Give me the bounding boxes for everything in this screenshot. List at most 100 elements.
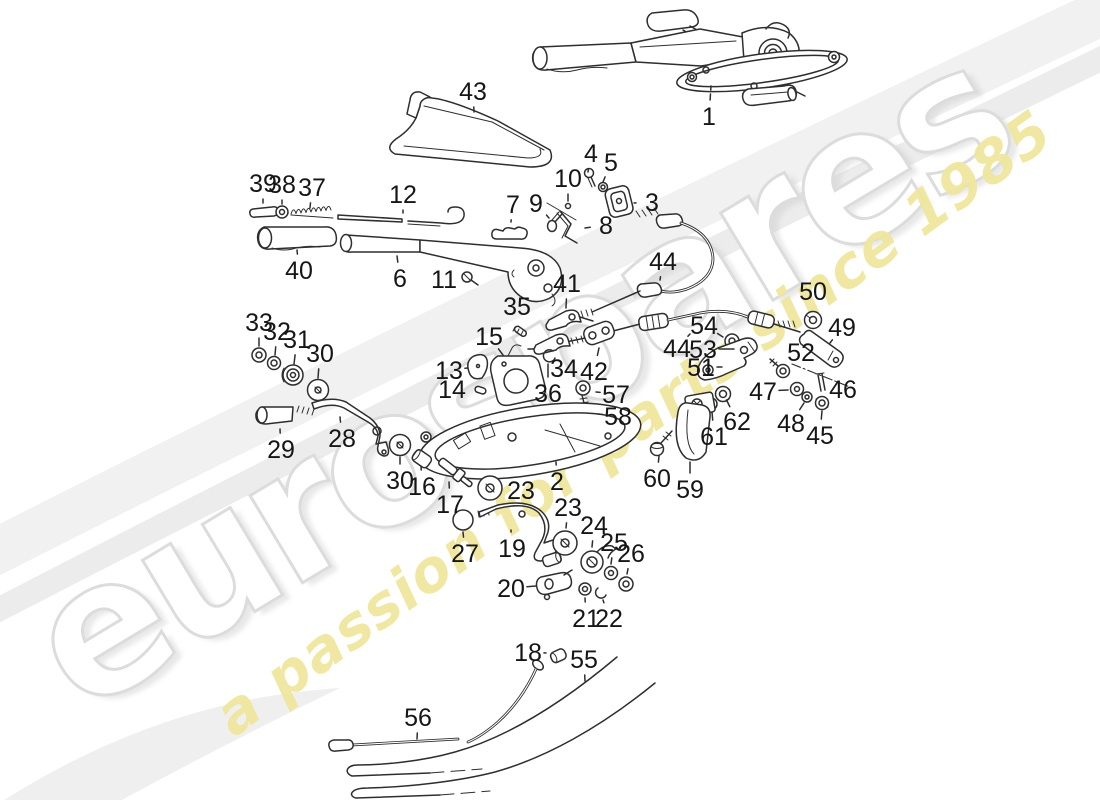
part-screw-11 [461, 271, 479, 286]
part-number-label[interactable]: 18 [514, 639, 542, 667]
part-roller-30b [388, 433, 412, 457]
part-number-label[interactable]: 8 [599, 212, 613, 240]
part-number-label[interactable]: 27 [451, 540, 479, 568]
part-roller-23a [477, 475, 503, 501]
part-nut-62 [714, 385, 732, 403]
part-number-label[interactable]: 49 [828, 314, 856, 342]
part-number-label[interactable]: 9 [529, 190, 543, 218]
leader-line [309, 202, 312, 209]
part-number-label[interactable]: 32 [263, 318, 291, 346]
leader-line [610, 557, 613, 565]
part-nut-26 [618, 576, 634, 592]
leader-line [545, 214, 550, 219]
part-number-label[interactable]: 42 [580, 358, 608, 386]
part-washer-48 [801, 391, 813, 403]
part-number-label[interactable]: 5 [604, 149, 618, 177]
part-clevis-41 [545, 309, 594, 331]
part-number-label[interactable]: 4 [584, 140, 598, 168]
part-number-label[interactable]: 30 [386, 467, 414, 495]
part-number-label[interactable]: 59 [676, 476, 704, 504]
part-number-label[interactable]: 31 [283, 326, 311, 354]
part-number-label[interactable]: 39 [249, 170, 277, 198]
part-number-label[interactable]: 62 [723, 408, 751, 436]
part-number-label[interactable]: 10 [554, 165, 582, 193]
part-number-label[interactable]: 33 [245, 309, 273, 337]
part-number-label[interactable]: 12 [389, 181, 417, 209]
part-number-label[interactable]: 30 [306, 340, 334, 368]
part-bracket-8 [546, 202, 578, 244]
part-number-label[interactable]: 29 [267, 436, 295, 464]
part-number-label[interactable]: 41 [553, 270, 581, 298]
part-number-label[interactable]: 2 [550, 468, 564, 496]
leader-line [462, 531, 465, 538]
part-number-label[interactable]: 44 [649, 248, 677, 276]
part-number-label[interactable]: 44 [663, 335, 691, 363]
part-washer-47 [789, 381, 805, 397]
leader-line [820, 410, 823, 420]
part-pin-39 [249, 206, 279, 218]
part-number-label[interactable]: 35 [503, 293, 531, 321]
part-number-label[interactable]: 23 [554, 494, 582, 522]
part-number-label[interactable]: 15 [475, 323, 503, 351]
part-number-label[interactable]: 54 [690, 312, 718, 340]
part-number-label[interactable]: 53 [689, 336, 717, 364]
part-number-label[interactable]: 22 [595, 605, 623, 633]
part-number-label[interactable]: 6 [393, 265, 407, 293]
part-pin-46 [815, 372, 826, 392]
part-number-label[interactable]: 52 [787, 339, 815, 367]
part-number-label[interactable]: 40 [285, 257, 313, 285]
part-number-label[interactable]: 47 [749, 378, 777, 406]
part-bolt-52 [769, 358, 791, 379]
part-grip-40 [256, 226, 338, 251]
part-number-label[interactable]: 3 [645, 189, 659, 217]
part-number-label[interactable]: 17 [436, 491, 464, 519]
part-number-label[interactable]: 23 [507, 477, 535, 505]
part-number-label[interactable]: 55 [570, 646, 598, 674]
part-bracket-15 [489, 344, 547, 407]
part-number-label[interactable]: 56 [404, 704, 432, 732]
part-number-label[interactable]: 24 [580, 512, 608, 540]
leader-line [526, 585, 537, 588]
part-number-label[interactable]: 28 [328, 425, 356, 453]
part-washer-38 [275, 205, 289, 219]
leader-line [317, 368, 320, 379]
part-conduit-55 [346, 656, 656, 799]
part-number-label[interactable]: 38 [268, 171, 296, 199]
part-number-label[interactable]: 25 [600, 529, 628, 557]
leader-line [829, 339, 834, 344]
part-number-label[interactable]: 7 [506, 191, 520, 219]
part-number-label[interactable]: 57 [602, 381, 630, 409]
part-number-label[interactable]: 51 [687, 354, 715, 382]
part-number-label[interactable]: 50 [799, 278, 827, 306]
part-number-label[interactable]: 16 [408, 473, 436, 501]
part-number-label[interactable]: 61 [700, 423, 728, 451]
part-number-label[interactable]: 43 [459, 78, 487, 106]
part-number-label[interactable]: 26 [617, 540, 645, 568]
part-number-label[interactable]: 13 [435, 357, 463, 385]
leader-line [565, 522, 568, 529]
part-number-label[interactable]: 36 [534, 380, 562, 408]
part-number-label[interactable]: 37 [298, 174, 326, 202]
part-number-label[interactable]: 14 [438, 376, 466, 404]
part-number-label[interactable]: 45 [806, 422, 834, 450]
part-number-label[interactable]: 34 [550, 355, 578, 383]
part-number-label[interactable]: 60 [643, 465, 671, 493]
leader-line [711, 411, 714, 421]
part-sleeve-16 [411, 449, 433, 469]
part-number-label[interactable]: 46 [829, 376, 857, 404]
part-number-label[interactable]: 21 [572, 605, 600, 633]
part-pad-3 [604, 185, 634, 218]
part-number-label[interactable]: 58 [604, 403, 632, 431]
leader-line [709, 85, 712, 101]
part-washer-25 [603, 565, 619, 581]
part-number-label[interactable]: 48 [777, 410, 805, 438]
part-brake-cable-upper [565, 207, 715, 320]
part-number-label[interactable]: 11 [431, 266, 457, 294]
part-cam-24 [580, 544, 617, 574]
part-washer-21 [578, 582, 592, 596]
part-number-label[interactable]: 20 [497, 575, 525, 603]
part-nut-5 [597, 181, 609, 193]
part-number-label[interactable]: 19 [498, 535, 526, 563]
part-number-label[interactable]: 1 [702, 103, 716, 131]
